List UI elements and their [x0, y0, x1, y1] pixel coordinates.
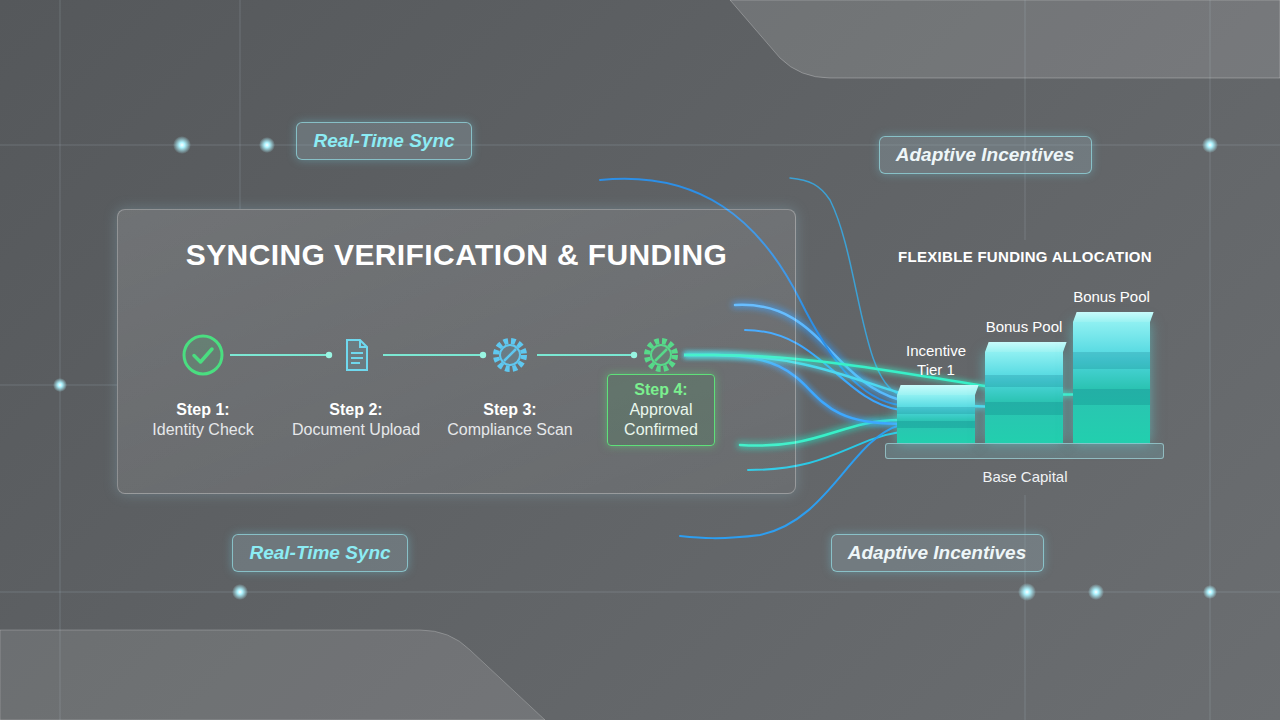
- step-name: Approval Confirmed: [618, 400, 704, 440]
- tag-label: Real-Time Sync: [313, 130, 454, 152]
- art-shape: [53, 378, 67, 392]
- art-shape: [184, 336, 222, 374]
- art-shape: [1018, 583, 1036, 601]
- funding-bar: Bonus Pool: [1073, 322, 1150, 443]
- tag-label: Adaptive Incentives: [848, 542, 1026, 564]
- corner-panel: [0, 630, 545, 720]
- bar-band: [985, 402, 1063, 415]
- base-label: Base Capital: [875, 468, 1175, 485]
- art-shape: [259, 137, 275, 153]
- step-number: Step 2:: [292, 400, 420, 420]
- art-shape: [500, 345, 520, 365]
- panel-title: SYNCING VERIFICATION & FUNDING: [118, 238, 795, 272]
- step-number: Step 3:: [447, 400, 572, 420]
- glow-dots: [53, 136, 1218, 601]
- art-shape: [173, 136, 191, 154]
- tag-pill: Real-Time Sync: [296, 122, 472, 160]
- step-icon: Step 3:Compliance Scan: [487, 332, 533, 378]
- step-name: Identity Check: [152, 420, 253, 440]
- step-number: Step 1:: [152, 400, 253, 420]
- process-panel: SYNCING VERIFICATION & FUNDING Step 1:Ide…: [117, 209, 796, 494]
- art-shape: [194, 349, 212, 362]
- step-icon: Step 1:Identity Check: [180, 332, 226, 378]
- art-shape: [504, 349, 516, 361]
- allocation-chart: FLEXIBLE FUNDING ALLOCATION Base Capital I…: [875, 240, 1175, 492]
- step-symbol: [487, 332, 533, 378]
- tag-pill: Adaptive Incentives: [831, 534, 1044, 572]
- step-symbol: [180, 332, 226, 378]
- art-shape: [1210, 0, 1211, 720]
- art-shape: [1203, 585, 1217, 599]
- art-shape: [496, 341, 524, 369]
- art-shape: [232, 584, 248, 600]
- bar-band: [1073, 389, 1150, 406]
- bar-top: [897, 385, 979, 395]
- step-icon: Step 4:Approval Confirmed: [638, 332, 684, 378]
- corner-panel: [730, 0, 1280, 78]
- art-shape: [655, 349, 667, 361]
- bar-label: Bonus Pool: [986, 317, 1063, 336]
- step-caption: Step 1:Identity Check: [152, 400, 253, 440]
- step-number: Step 4:: [618, 380, 704, 400]
- step-name: Document Upload: [292, 420, 420, 440]
- step-name: Compliance Scan: [447, 420, 572, 440]
- step-icon: Step 2:Document Upload: [333, 332, 379, 378]
- art-shape: [240, 0, 241, 209]
- art-shape: [360, 340, 367, 347]
- bar-band: [985, 375, 1063, 388]
- step-symbol: [333, 332, 379, 378]
- bar-top: [1073, 312, 1154, 322]
- art-shape: [647, 341, 675, 369]
- chart-title: FLEXIBLE FUNDING ALLOCATION: [875, 248, 1175, 265]
- bar-band: [897, 421, 975, 428]
- step-symbol: [638, 332, 684, 378]
- step-caption: Step 3:Compliance Scan: [447, 400, 572, 440]
- tag-label: Adaptive Incentives: [896, 144, 1074, 166]
- art-shape: [1025, 0, 1026, 240]
- tag-pill: Adaptive Incentives: [879, 136, 1092, 174]
- bar-top: [985, 342, 1067, 352]
- funding-bar: Incentive Tier 1: [897, 395, 975, 443]
- bar-band: [1073, 352, 1150, 369]
- bar-band: [897, 407, 975, 414]
- step-caption: Step 2:Document Upload: [292, 400, 420, 440]
- art-shape: [351, 353, 363, 363]
- bar-label: Incentive Tier 1: [894, 341, 978, 379]
- approval-box: Step 4:Approval Confirmed: [607, 374, 715, 446]
- art-shape: [1025, 495, 1026, 720]
- art-shape: [651, 345, 671, 365]
- art-shape: [347, 340, 367, 370]
- art-shape: [1202, 137, 1218, 153]
- art-shape: [1088, 584, 1104, 600]
- funding-bar: Bonus Pool: [985, 352, 1063, 443]
- base-platform: [885, 443, 1164, 459]
- tag-label: Real-Time Sync: [249, 542, 390, 564]
- tag-pill: Real-Time Sync: [232, 534, 408, 572]
- bar-label: Bonus Pool: [1073, 287, 1150, 306]
- art-shape: [60, 0, 61, 720]
